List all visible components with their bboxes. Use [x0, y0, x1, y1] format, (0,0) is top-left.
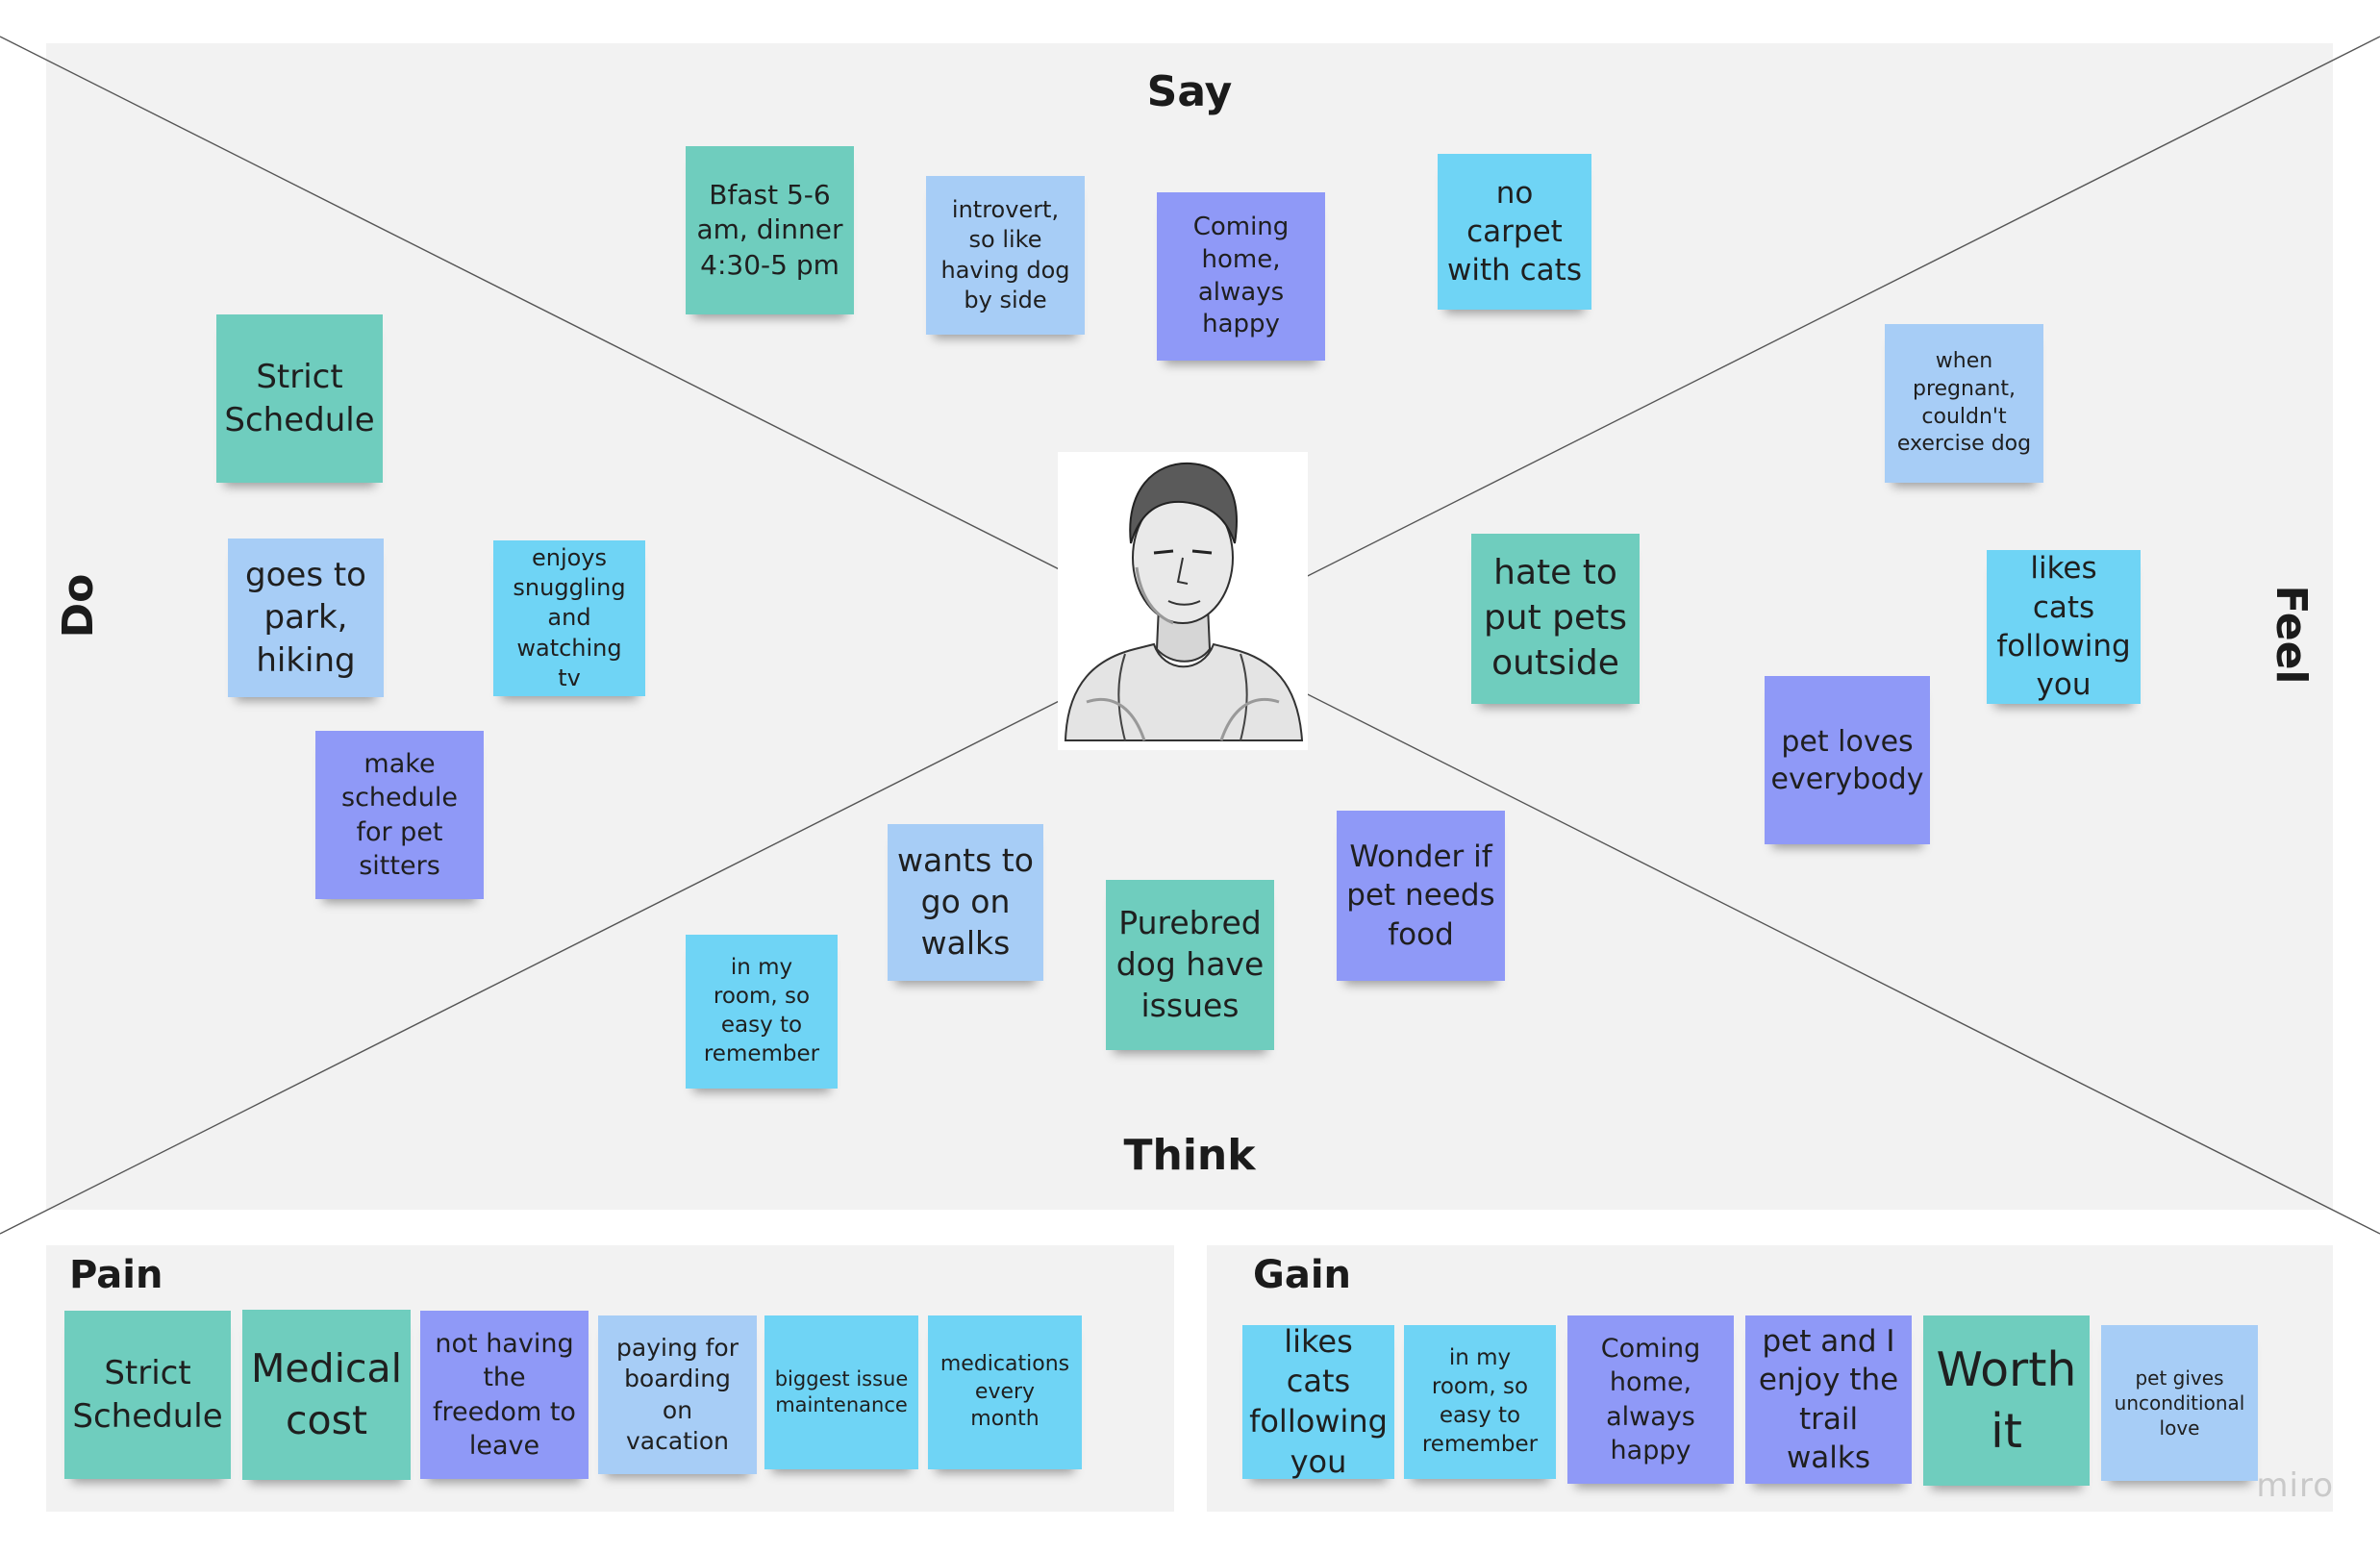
quadrant-label-feel: Feel — [2267, 585, 2316, 685]
pain-note[interactable]: biggest issue maintenance — [764, 1315, 918, 1469]
sticky-note[interactable]: Purebred dog have issues — [1106, 880, 1274, 1050]
persona-portrait-image — [1058, 452, 1308, 750]
gain-note[interactable]: Worth it — [1923, 1315, 2090, 1486]
sticky-note[interactable]: introvert, so like having dog by side — [926, 176, 1085, 335]
sticky-note[interactable]: when pregnant, couldn't exercise dog — [1885, 324, 2043, 483]
sticky-note[interactable]: hate to put pets outside — [1471, 534, 1640, 704]
sticky-note[interactable]: goes to park, hiking — [228, 539, 384, 697]
gain-note[interactable]: likes cats following you — [1242, 1323, 1394, 1480]
quadrant-label-do: Do — [54, 573, 103, 639]
gain-note[interactable]: pet gives unconditional love — [2101, 1325, 2258, 1481]
miro-watermark: miro — [2256, 1466, 2334, 1505]
sticky-note[interactable]: Coming home, always happy — [1157, 192, 1325, 361]
quadrant-label-say: Say — [1146, 67, 1233, 116]
pain-note[interactable]: medications every month — [928, 1315, 1082, 1469]
sticky-note[interactable]: Bfast 5-6 am, dinner 4:30-5 pm — [686, 146, 854, 314]
pain-note[interactable]: Medical cost — [242, 1310, 411, 1480]
pain-note[interactable]: not having the freedom to leave — [420, 1311, 589, 1479]
gain-note[interactable]: Coming home, always happy — [1567, 1315, 1734, 1484]
sticky-note[interactable]: wants to go on walks — [888, 824, 1043, 981]
quadrant-label-think: Think — [1123, 1131, 1256, 1180]
sticky-note[interactable]: make schedule for pet sitters — [315, 731, 484, 899]
sticky-note[interactable]: enjoys snuggling and watching tv — [493, 540, 645, 696]
gain-note[interactable]: in my room, so easy to remember — [1404, 1325, 1556, 1479]
sticky-note[interactable]: Strict Schedule — [216, 314, 383, 483]
sticky-note[interactable]: no carpet with cats — [1438, 154, 1591, 310]
pain-title: Pain — [69, 1253, 163, 1297]
sticky-note[interactable]: Wonder if pet needs food — [1337, 811, 1505, 981]
sticky-note[interactable]: likes cats following you — [1987, 550, 2141, 704]
sticky-note[interactable]: in my room, so easy to remember — [686, 935, 838, 1089]
pain-note[interactable]: Strict Schedule — [64, 1311, 231, 1479]
sticky-note[interactable]: pet loves everybody — [1765, 676, 1930, 844]
gain-title: Gain — [1253, 1253, 1352, 1297]
gain-note[interactable]: pet and I enjoy the trail walks — [1745, 1315, 1912, 1484]
pain-note[interactable]: paying for boarding on vacation — [598, 1315, 757, 1474]
